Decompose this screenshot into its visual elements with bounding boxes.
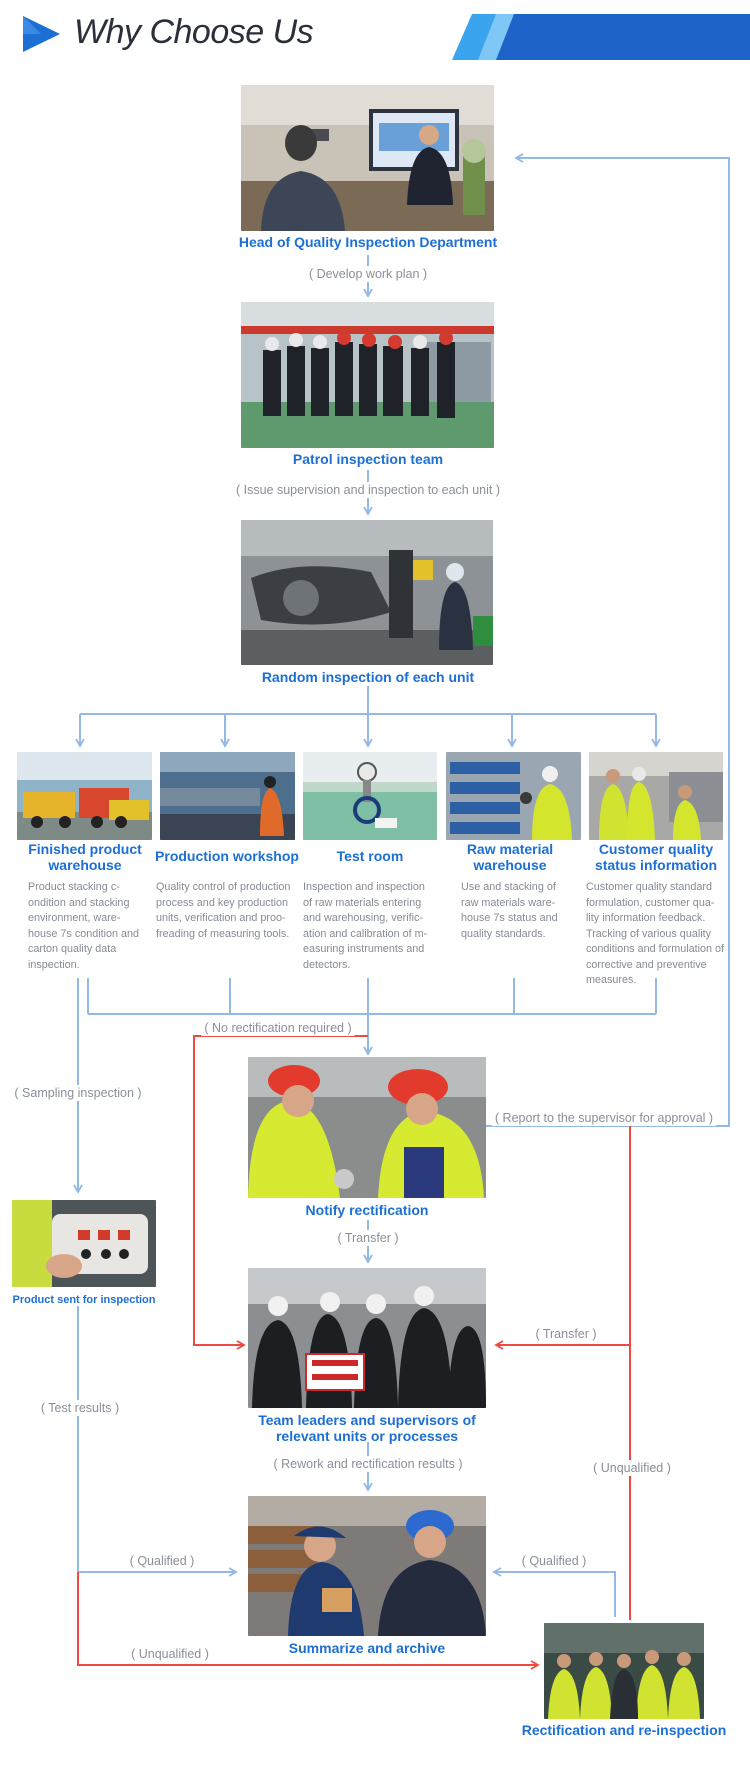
note-transfer-down: ( Transfer ) (334, 1230, 401, 1246)
unit-desc-raw-material: Use and stacking of raw materials ware-h… (461, 880, 573, 942)
team-leaders-photo (248, 1268, 486, 1408)
production-workshop-photo (160, 752, 295, 840)
play-logo-icon (22, 14, 62, 54)
unit-title-production: Production workshop (152, 848, 302, 864)
random-inspection-photo (241, 520, 493, 665)
raw-material-warehouse-photo (446, 752, 581, 840)
notify-rectification-photo (248, 1057, 486, 1198)
note-develop-plan: ( Develop work plan ) (306, 266, 430, 282)
unit-desc-customer: Customer quality standard formulation, c… (586, 880, 726, 989)
unit-title-customer: Customer quality status information (586, 841, 726, 873)
product-sent-photo (12, 1200, 156, 1287)
note-qualified-left: ( Qualified ) (127, 1553, 198, 1569)
finished-warehouse-photo (17, 752, 152, 840)
team-leaders-caption: Team leaders and supervisors of relevant… (248, 1412, 486, 1444)
unit-desc-production: Quality control of production process an… (156, 880, 296, 942)
product-sent-caption: Product sent for inspection (6, 1292, 162, 1308)
rectification-reinspection-photo (544, 1623, 704, 1719)
rectification-reinspection-caption: Rectification and re-inspection (520, 1722, 728, 1738)
note-no-rectification: ( No rectification required ) (201, 1020, 354, 1036)
test-room-photo (303, 752, 437, 840)
note-unqualified-right: ( Unqualified ) (590, 1460, 674, 1476)
note-sampling-inspection: ( Sampling inspection ) (11, 1085, 144, 1101)
note-test-results: ( Test results ) (38, 1400, 122, 1416)
summarize-archive-photo (248, 1496, 486, 1636)
customer-quality-photo (589, 752, 723, 840)
patrol-team-caption: Patrol inspection team (226, 451, 510, 467)
head-of-inspection-caption: Head of Quality Inspection Department (226, 234, 510, 250)
note-rework-results: ( Rework and rectification results ) (271, 1456, 466, 1472)
summarize-archive-caption: Summarize and archive (248, 1640, 486, 1656)
head-of-inspection-photo (241, 85, 494, 231)
unit-title-raw-material: Raw material warehouse (456, 841, 564, 873)
random-inspection-caption: Random inspection of each unit (226, 669, 510, 685)
header-decor-band (452, 14, 750, 60)
note-qualified-right: ( Qualified ) (519, 1553, 590, 1569)
patrol-team-photo (241, 302, 494, 448)
note-transfer-right: ( Transfer ) (532, 1326, 599, 1342)
page-title: Why Choose Us (74, 10, 313, 54)
notify-rectification-caption: Notify rectification (248, 1202, 486, 1218)
unit-title-test-room: Test room (300, 848, 440, 864)
unit-title-finished: Finished product warehouse (14, 841, 156, 873)
unit-desc-test-room: Inspection and inspection of raw materia… (303, 880, 431, 973)
unit-desc-finished: Product stacking c-ondition and stacking… (28, 880, 144, 973)
note-unqualified-left: ( Unqualified ) (128, 1646, 212, 1662)
note-issue-supervision: ( Issue supervision and inspection to ea… (233, 482, 503, 498)
note-report-supervisor: ( Report to the supervisor for approval … (492, 1110, 716, 1126)
